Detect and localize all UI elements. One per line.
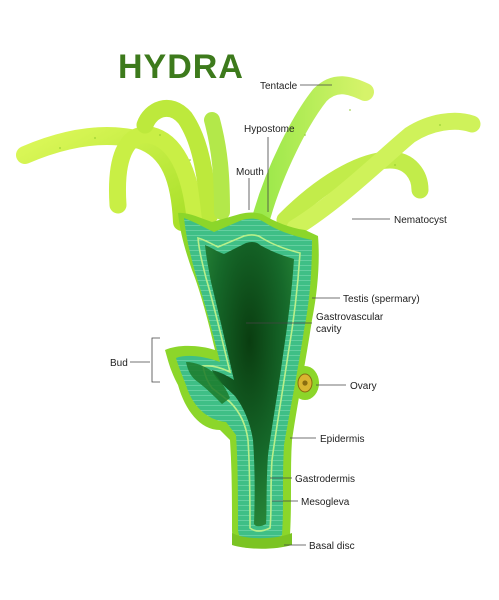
label-gastrovascular-2: cavity <box>316 324 342 335</box>
leader-lines <box>130 84 390 546</box>
basal-disc <box>232 533 292 549</box>
labels: Tentacle Hypostome Mouth Nematocyst Test… <box>110 81 447 552</box>
tentacle-far-right <box>286 112 481 237</box>
label-gastrovascular-1: Gastrovascular <box>316 312 384 323</box>
bud-cavity <box>186 362 230 404</box>
label-mouth: Mouth <box>236 167 264 178</box>
mesoglea-layer <box>197 234 301 532</box>
label-bud: Bud <box>110 358 128 369</box>
tentacle-hook <box>136 99 219 224</box>
label-testis: Testis (spermary) <box>343 294 420 305</box>
label-mesogleva: Mesogleva <box>301 497 350 508</box>
label-epidermis: Epidermis <box>320 434 364 445</box>
tentacles <box>16 76 481 237</box>
gastrovascular-cavity <box>205 241 294 527</box>
label-nematocyst: Nematocyst <box>394 215 447 226</box>
label-tentacle: Tentacle <box>260 81 298 92</box>
label-basal-disc: Basal disc <box>309 541 355 552</box>
label-gastrodermis: Gastrodermis <box>295 474 355 485</box>
label-ovary: Ovary <box>350 381 377 392</box>
label-hypostome: Hypostome <box>244 124 295 135</box>
tentacle-left-mid <box>109 126 204 227</box>
tentacle-left <box>16 126 191 231</box>
hydra-body <box>165 212 319 549</box>
diagram-title: HYDRA <box>118 48 244 86</box>
tentacle-top <box>253 76 374 224</box>
tentacle-center-left <box>204 112 230 220</box>
